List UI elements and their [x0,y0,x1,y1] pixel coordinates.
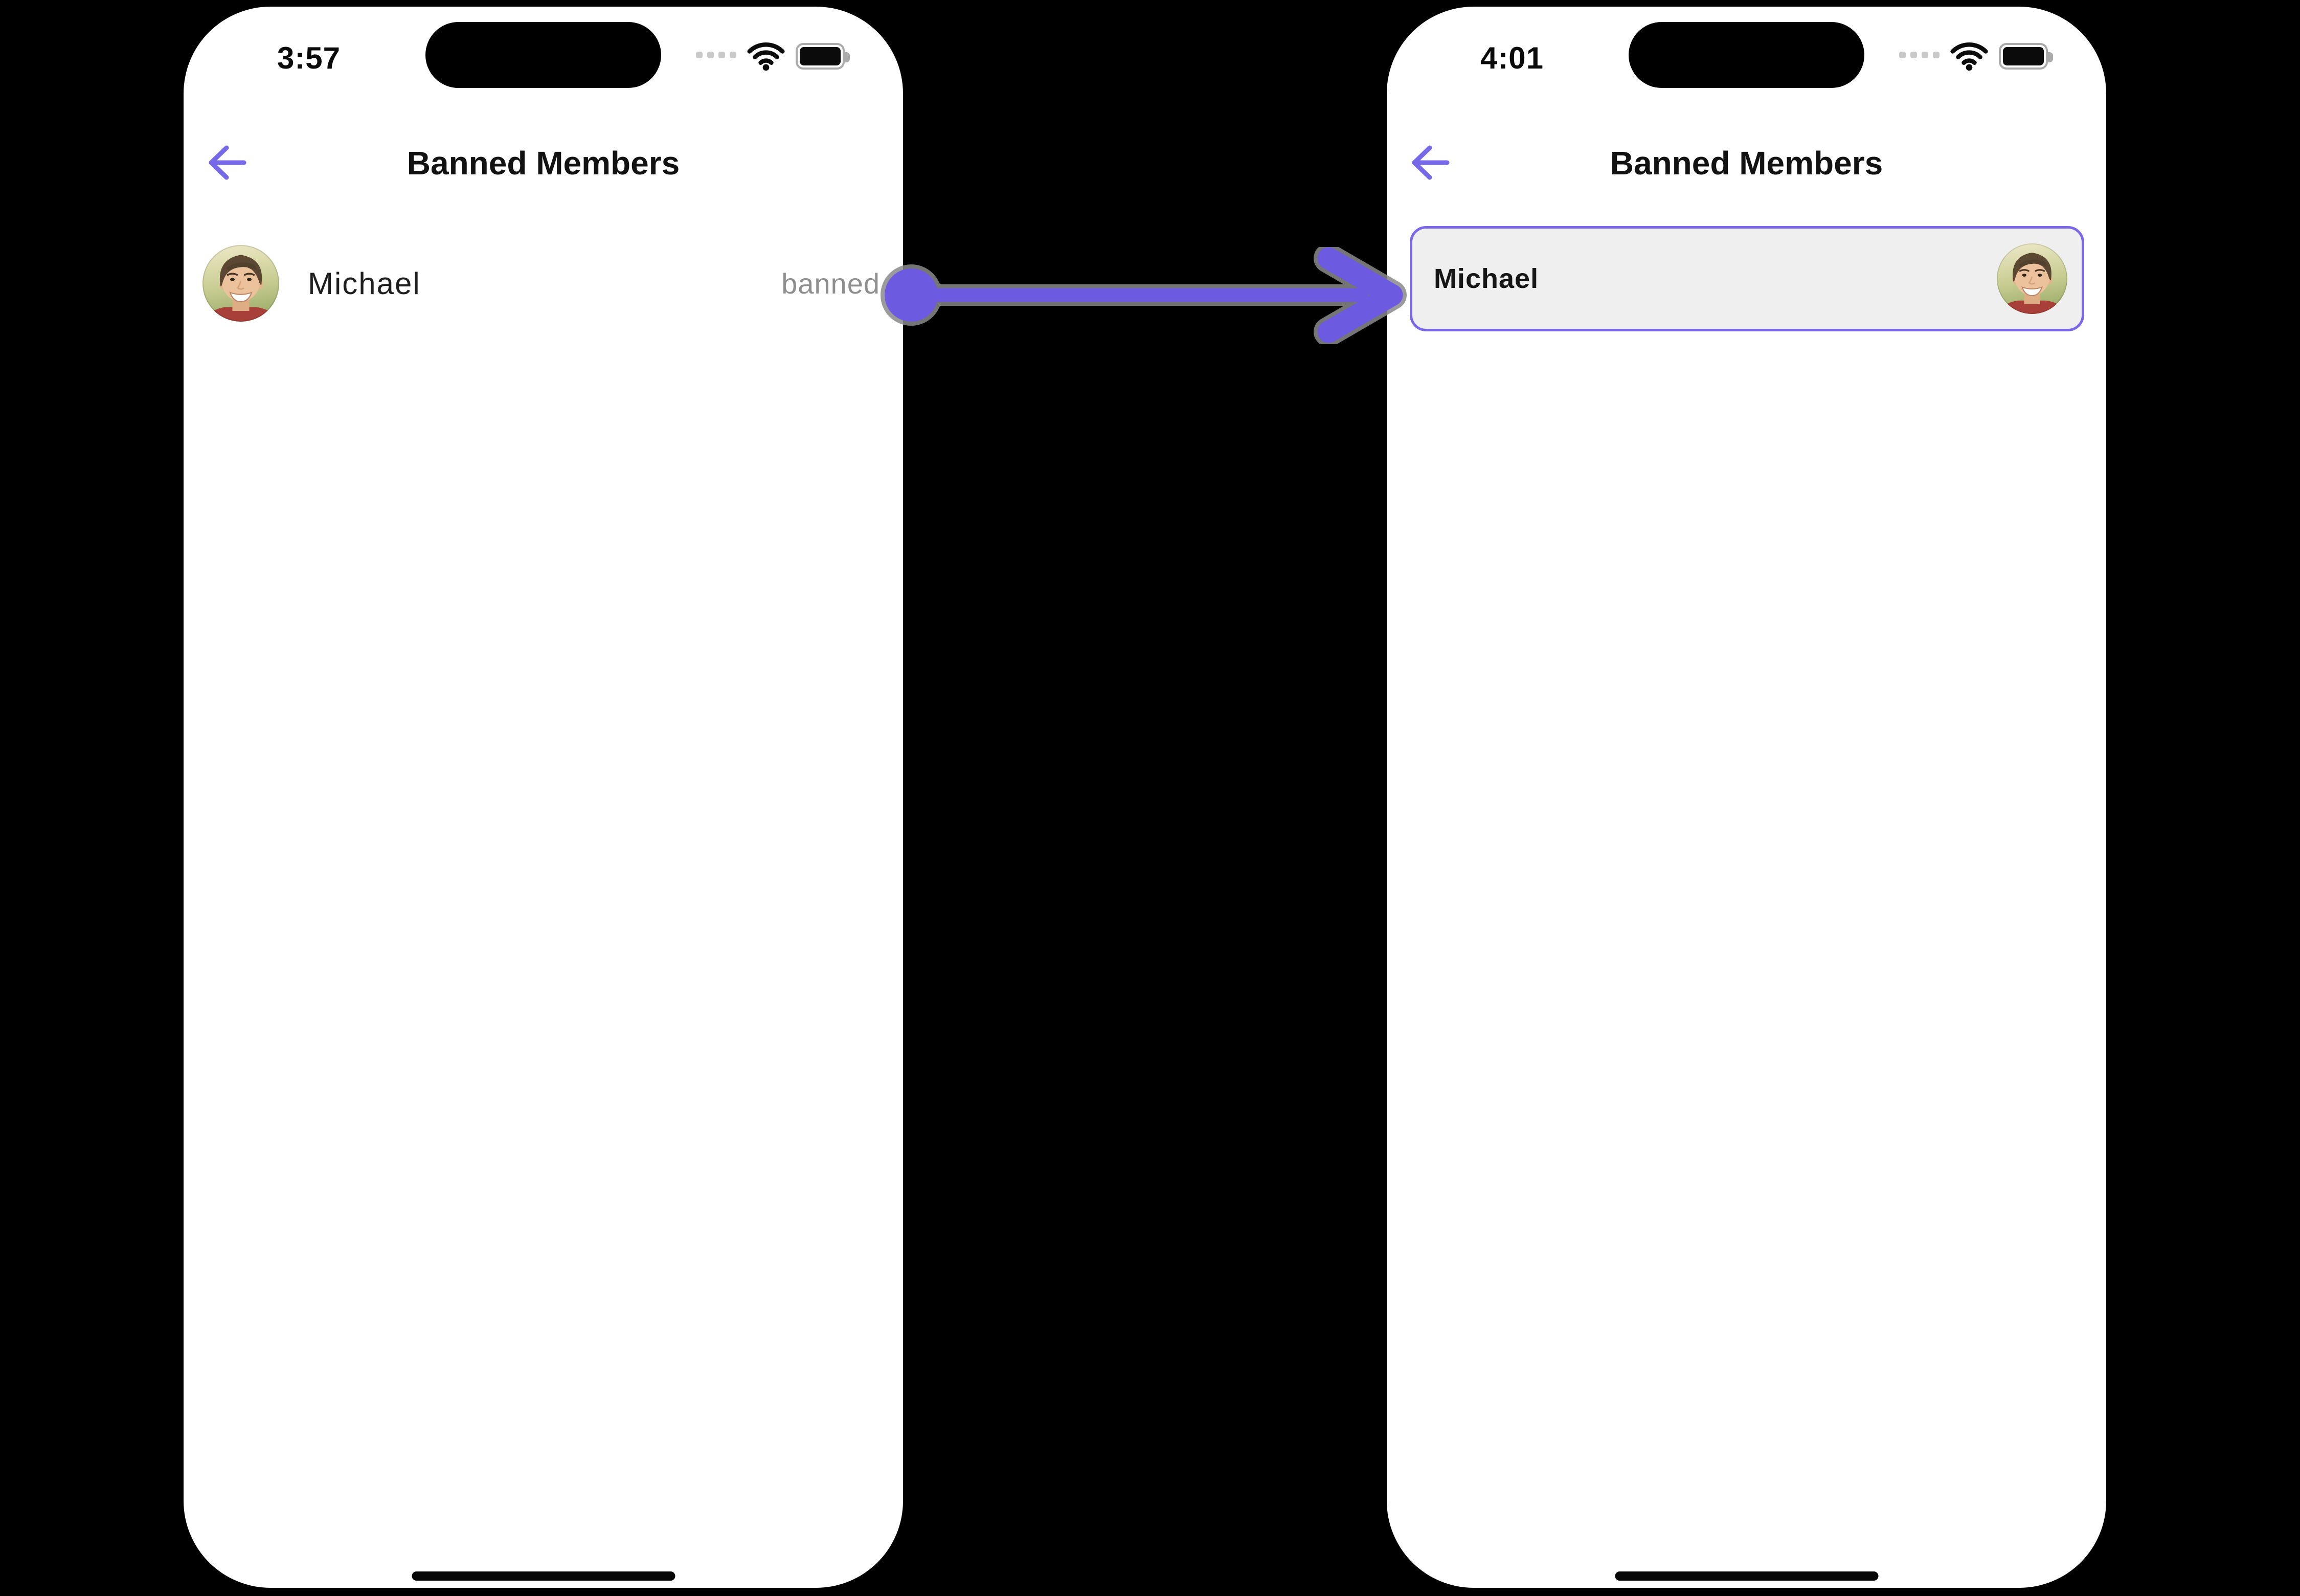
banned-member-card[interactable]: Michael [1410,226,2084,331]
member-status-badge: banned [781,267,880,300]
cellular-signal-icon [1899,51,1940,61]
battery-icon [796,43,850,70]
phone-screen-before: 3:57 Banned Members [184,7,903,1588]
status-time: 3:57 [277,41,341,75]
cellular-signal-icon [696,51,736,61]
dynamic-island [1629,22,1864,88]
status-time: 4:01 [1480,41,1544,75]
dynamic-island [425,22,661,88]
avatar [202,245,279,322]
page-title: Banned Members [407,145,680,182]
status-icons [1899,38,2055,74]
member-name: Michael [1434,263,1539,294]
member-name: Michael [308,266,421,301]
avatar [1997,243,2067,314]
phone-screen-after: 4:01 Banned Members [1387,7,2106,1588]
wifi-icon [1950,42,1988,71]
home-indicator[interactable] [1615,1571,1878,1581]
back-arrow-icon [1412,145,1450,180]
transition-arrow [881,247,1407,344]
banned-member-row[interactable]: Michael banned [202,245,880,322]
page-title: Banned Members [1610,145,1883,182]
home-indicator[interactable] [412,1571,675,1581]
back-button[interactable] [206,144,247,182]
back-arrow-icon [209,145,246,180]
battery-icon [1999,43,2053,70]
back-button[interactable] [1409,144,1450,182]
wifi-icon [747,42,785,71]
status-icons [696,38,852,74]
